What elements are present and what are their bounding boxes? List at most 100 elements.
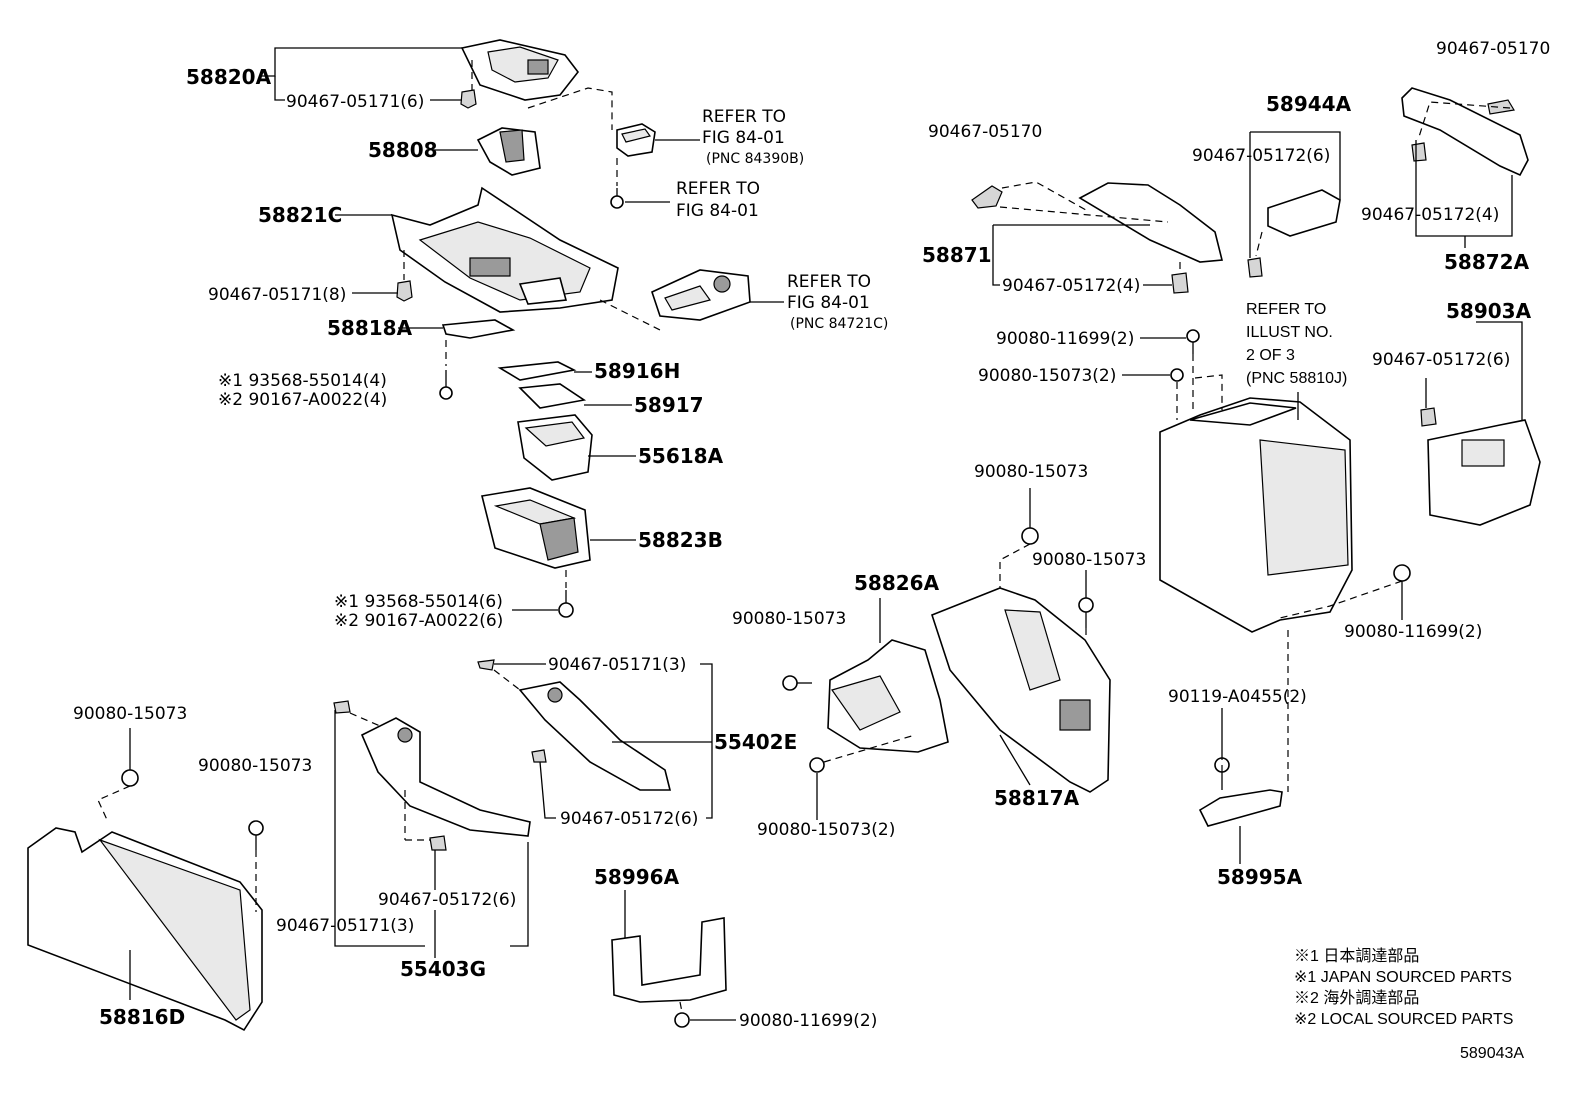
clip-icon	[460, 89, 477, 109]
part-label-58816D: 58816D	[99, 1005, 185, 1029]
part-55403G-shape	[360, 717, 531, 837]
part-label-58871: 58871	[922, 243, 992, 267]
part-label-58944A: 58944A	[1266, 92, 1352, 116]
screw-label: 90119-A0455(2)	[1168, 687, 1307, 707]
bolt-icon	[121, 769, 139, 787]
clip-icon	[477, 659, 495, 671]
refer-illust-text: ILLUST NO.	[1246, 324, 1333, 341]
part-label-55618A: 55618A	[638, 444, 724, 468]
bolt-icon	[1186, 329, 1200, 354]
clip-label: 90467-05172(4)	[1361, 205, 1499, 225]
clip-icon	[971, 185, 1003, 209]
dashed-lines	[97, 60, 1511, 1013]
clip-label: 90467-05171(8)	[208, 285, 346, 305]
bolt-icon	[1214, 757, 1230, 790]
part-58821C-shape	[390, 186, 619, 313]
part-58816D-shape	[27, 827, 263, 1032]
refer-pnc-text: (PNC 84721C)	[790, 316, 888, 332]
screw-icon	[610, 188, 624, 209]
refer-text: REFER TO	[702, 107, 786, 127]
bolt-label: 90080-15073	[73, 704, 187, 724]
part-label-58823B: 58823B	[638, 528, 723, 552]
clip-label: 90467-05172(6)	[378, 890, 516, 910]
bolt-icon	[1393, 564, 1411, 582]
console-box-shape	[1159, 397, 1353, 633]
bolt-label: 90080-15073(2)	[757, 820, 895, 840]
bolt-icon	[1021, 527, 1039, 545]
part-58916H-shape	[497, 361, 577, 381]
part-label-58808: 58808	[368, 138, 438, 162]
clip-icon	[1411, 142, 1427, 162]
screw-label: ※1 93568-55014(6)	[334, 592, 503, 612]
refer-fig-text: FIG 84-01	[676, 201, 759, 221]
screw-label: ※1 93568-55014(4)	[218, 371, 387, 391]
bolt-icon	[809, 757, 825, 773]
part-label-58872A: 58872A	[1444, 250, 1530, 274]
screw-label: ※2 90167-A0022(6)	[334, 611, 503, 631]
part-label-58996A: 58996A	[594, 865, 680, 889]
part-58823B-shape	[481, 487, 591, 569]
bolt-icon	[1078, 597, 1094, 628]
screw-icon	[439, 370, 453, 400]
refer-fig-text: FIG 84-01	[702, 128, 785, 148]
bolt-label: 90080-11699(2)	[996, 329, 1134, 349]
part-58917-shape	[518, 383, 587, 409]
part-58944A-shape	[1267, 189, 1341, 237]
part-58903A-shape	[1427, 419, 1541, 526]
part-58817A-shape	[931, 587, 1111, 793]
part-55402E-shape	[518, 681, 672, 791]
bolt-icon	[782, 675, 812, 691]
leader-lines	[129, 47, 1523, 1021]
bolt-label: 90080-15073	[1032, 550, 1146, 570]
legend-item: ※1 JAPAN SOURCED PARTS	[1294, 969, 1512, 986]
refer-pnc-text: (PNC 58810J)	[1246, 370, 1347, 387]
refer-pnc-text: (PNC 84390B)	[706, 151, 804, 167]
part-label-58820A: 58820A	[186, 65, 272, 89]
refer-fig-text: FIG 84-01	[787, 293, 870, 313]
clip-icon	[1171, 272, 1189, 294]
clip-icon	[429, 835, 447, 851]
part-label-58916H: 58916H	[594, 359, 680, 383]
bolt-label: 90080-15073	[732, 609, 846, 629]
clip-icon	[1420, 407, 1437, 427]
part-label-58817A: 58817A	[994, 786, 1080, 810]
part-label-58917: 58917	[634, 393, 704, 417]
labels: 58820A 90467-05171(6) 58808 REFER TO FIG…	[73, 39, 1550, 1031]
clip-label: 90467-05171(6)	[286, 92, 424, 112]
clip-label: 90467-05170	[1436, 39, 1550, 59]
clip-icon	[1247, 257, 1263, 278]
clip-label: 90467-05172(4)	[1002, 276, 1140, 296]
clip-icon	[396, 280, 413, 302]
part-label-58995A: 58995A	[1217, 865, 1303, 889]
figure-code: 589043A	[1460, 1045, 1524, 1062]
bolt-label: 90080-15073	[974, 462, 1088, 482]
bolt-icon	[248, 820, 264, 850]
part-58996A-shape	[611, 917, 727, 1003]
legend-item: ※2 LOCAL SOURCED PARTS	[1294, 1011, 1513, 1028]
clip-label: 90467-05172(6)	[1192, 146, 1330, 166]
part-58995A-shape	[1198, 789, 1283, 827]
part-55618A-shape	[517, 414, 593, 481]
refer-of-text: 2 OF 3	[1246, 347, 1295, 364]
legend-item: ※2 海外調達部品	[1294, 989, 1419, 1007]
clip-icon	[1487, 99, 1515, 115]
refer-text: REFER TO	[787, 272, 871, 292]
bolt-label: 90080-11699(2)	[1344, 622, 1482, 642]
clip-label: 90467-05170	[928, 122, 1042, 142]
screw-icon	[558, 590, 574, 618]
part-58808-shape	[476, 127, 541, 176]
part-58820A-shape	[460, 39, 580, 101]
part-58826A-shape	[827, 639, 949, 753]
part-label-58821C: 58821C	[258, 203, 342, 227]
bolt-icon	[1170, 368, 1184, 382]
bolt-icon	[674, 1012, 690, 1028]
bolt-label: 90080-15073	[198, 756, 312, 776]
screw-label: ※2 90167-A0022(4)	[218, 390, 387, 410]
refer-text: REFER TO	[1246, 301, 1326, 318]
bolt-label: 90080-15073(2)	[978, 366, 1116, 386]
part-label-58903A: 58903A	[1446, 299, 1532, 323]
part-58872A-shape	[1401, 87, 1529, 177]
clip-label: 90467-05171(3)	[548, 655, 686, 675]
clip-label: 90467-05171(3)	[276, 916, 414, 936]
part-label-55402E: 55402E	[714, 730, 797, 754]
